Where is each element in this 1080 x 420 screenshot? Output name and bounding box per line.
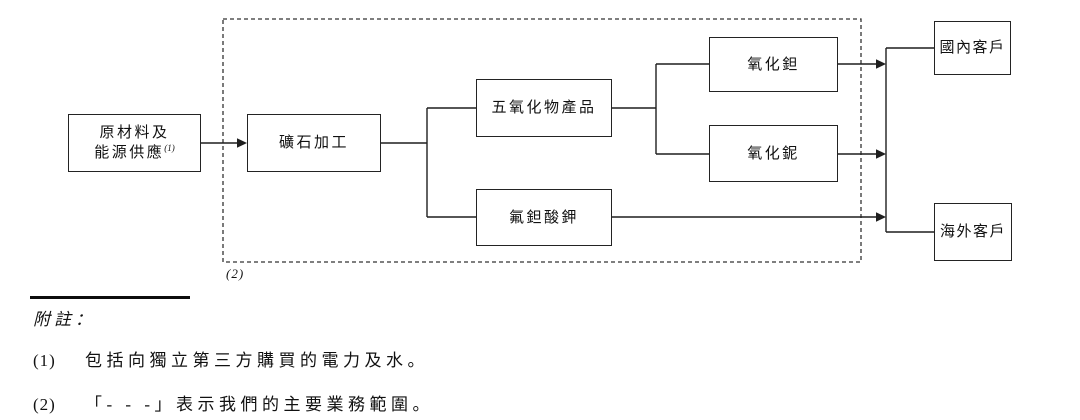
box-ore-processing: 礦石加工: [247, 114, 381, 172]
box-label-line2-text: 能源供應: [94, 145, 165, 161]
main-business-scope-dashed-border: [222, 18, 862, 263]
note-2-text: 「- - -」表示我們的主要業務範圍。: [85, 395, 434, 414]
notes-heading: 附註：: [33, 310, 96, 329]
note-1-text: 包括向獨立第三方購買的電力及水。: [85, 351, 429, 370]
box-niobium-oxide: 氧化鈮: [709, 125, 838, 182]
footnote-ref-2-label: (2): [226, 266, 245, 281]
arrowheads: [237, 59, 886, 222]
box-tantalum-oxide: 氧化鉭: [709, 37, 838, 92]
arrow-tantalum-to-bus-icon: [876, 59, 886, 69]
arrow-raw-to-ore-icon: [237, 138, 247, 148]
box-raw-materials-energy-supply: 原材料及 能源供應(1): [68, 114, 201, 172]
box-overseas-customers: 海外客戶: [934, 203, 1012, 261]
box-pentoxide-products: 五氧化物產品: [476, 79, 612, 137]
arrow-fluotantalate-to-bus-icon: [876, 212, 886, 222]
box-label-line1: 原材料及: [99, 125, 170, 141]
box-label-line2: 能源供應(1): [94, 143, 175, 163]
note-item-1: (1) 包括向獨立第三方購買的電力及水。: [33, 346, 429, 371]
flow-lines: [201, 47, 934, 233]
note-2-number: (2): [33, 395, 56, 414]
arrow-niobium-to-bus-icon: [876, 149, 886, 159]
note-1-number: (1): [33, 351, 56, 370]
footnote-ref-1: (1): [164, 143, 175, 153]
note-item-2: (2) 「- - -」表示我們的主要業務範圍。: [33, 390, 434, 415]
notes-divider: [30, 296, 190, 299]
box-potassium-fluotantalate: 氟鉭酸鉀: [476, 189, 612, 246]
box-domestic-customers: 國內客戶: [934, 21, 1011, 75]
